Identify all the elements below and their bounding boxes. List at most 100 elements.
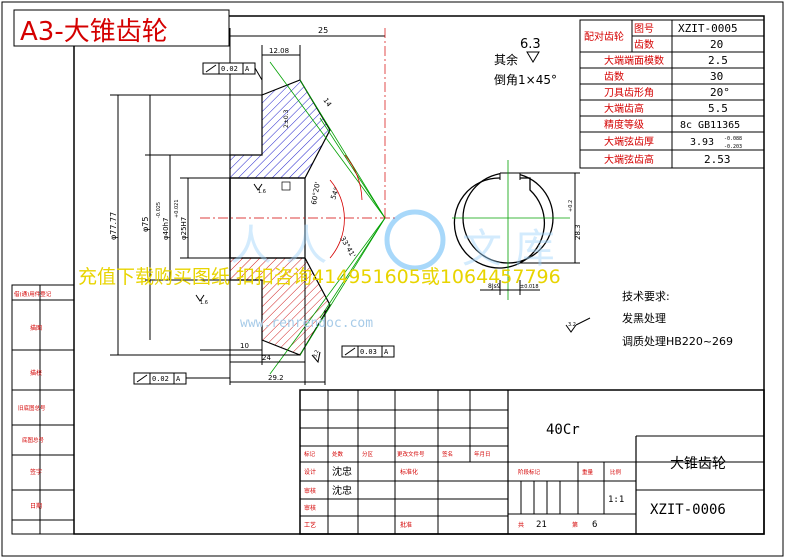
dim-28-3-tol: +0.2 (568, 200, 574, 212)
strip-label: 借(通)用件登记 (14, 290, 52, 298)
watermark-url: www.renrendoc.com (240, 316, 373, 331)
roughness-mark: 3.2 (311, 349, 321, 364)
tb-col: 年月日 (474, 450, 491, 458)
runout-tolerance-1: 0.02 A (202, 62, 256, 75)
tech-title: 技术要求: (622, 290, 670, 303)
gear-section-view: 54° 33°41' 60°20' φ77.77 φ75 φ40h7 -0.02… (109, 26, 395, 385)
svg-text:文 库: 文 库 (462, 226, 555, 272)
table-tol-lower: -0.203 (724, 144, 742, 150)
svg-text:0.02: 0.02 (152, 375, 169, 383)
material: 40Cr (546, 422, 580, 438)
reviewer-name: 沈忠 (332, 484, 352, 497)
table-label: 刀具齿形角 (604, 87, 654, 99)
tb-total-label: 共 (518, 521, 524, 529)
tb-role: 审核 (304, 504, 316, 512)
table-value: 2.5 (708, 54, 728, 67)
sheet-no: 6 (592, 520, 597, 530)
table-value: 5.5 (708, 102, 728, 115)
table-label: 大端齿高 (604, 102, 644, 115)
chamfer-note: 倒角1×45° (494, 73, 557, 87)
strip-label: 旧底图总号 (18, 404, 46, 412)
left-strip: 借(通)用件登记 描图 描校 旧底图总号 底图总号 签字 日期 (11, 284, 75, 535)
table-value: 2.53 (704, 153, 731, 166)
table-label: 图号 (634, 23, 654, 35)
tech-line: 调质处理HB220~269 (622, 335, 733, 348)
dim-d75: φ75 (141, 217, 150, 232)
svg-text:0.02: 0.02 (221, 65, 238, 73)
svg-text:A: A (384, 348, 389, 356)
drawing-number: XZIT-0006 (650, 502, 726, 518)
roughness-mark: 1.6 (195, 294, 208, 306)
strip-label: 底图总号 (22, 436, 45, 444)
strip-label: 描图 (30, 324, 42, 332)
surface-note: 6.3 其余 倒角1×45° (494, 37, 557, 87)
dim-d25h7-tol: +0.021 (174, 199, 180, 218)
table-value: XZIT-0005 (678, 22, 738, 35)
table-label: 大端弦齿厚 (604, 135, 654, 148)
tb-std: 标准化 (400, 468, 418, 476)
table-value: 30 (710, 70, 723, 83)
table-value: 20° (710, 86, 730, 99)
tb-scale: 比例 (610, 468, 622, 476)
tb-col: 签名 (442, 450, 453, 458)
corner-title-box (13, 9, 230, 47)
roughness-value: 6.3 (520, 37, 541, 52)
svg-text:1.6: 1.6 (200, 300, 208, 306)
roughness-mark: 3.2 (565, 317, 591, 333)
dim-d40h7: φ40h7 (162, 218, 170, 240)
angle-dim: 33°41' (338, 235, 357, 259)
table-label: 齿数 (604, 70, 624, 83)
dim-8-tol: ±0.018 (520, 284, 539, 290)
tb-role: 审核 (304, 487, 316, 495)
table-value: 8c GB11365 (680, 120, 740, 131)
dim-10: 10 (240, 342, 249, 350)
watermark: 人 人 文 库 (230, 209, 555, 272)
tb-weight: 重量 (582, 468, 594, 476)
angle-dim: 54° (329, 186, 341, 200)
dim-d40h7-tol: -0.025 (156, 202, 162, 218)
dim-2: 2±0.3 (283, 109, 290, 128)
table-label: 大端弦齿高 (604, 153, 654, 166)
table-value: 3.93 (690, 137, 714, 148)
svg-text:0.03: 0.03 (360, 348, 377, 356)
tb-col: 标记 (304, 450, 316, 458)
dim-14: 14 (321, 97, 333, 109)
table-group-label: 配对齿轮 (584, 30, 624, 43)
sheet-total: 21 (536, 520, 547, 530)
svg-text:3.2: 3.2 (312, 349, 320, 359)
tb-col: 更改文件号 (397, 450, 425, 458)
table-label: 齿数 (634, 38, 654, 51)
runout-tolerance-3: 0.02 A (133, 372, 187, 385)
dim-d25h7: φ25H7 (180, 217, 188, 240)
tb-col: 分区 (362, 450, 374, 458)
dim-29-2: 29.2 (268, 374, 284, 382)
other-label: 其余 (494, 52, 518, 67)
dim-24: 24 (262, 354, 271, 362)
scale-value: 1:1 (608, 495, 624, 505)
strip-label: 描校 (30, 369, 42, 377)
dim-8-js9: 8Js9 (488, 283, 501, 290)
tb-sheet-label: 第 (572, 521, 578, 529)
svg-text:A: A (176, 375, 181, 383)
title-block: 标记 处数 分区 更改文件号 签名 年月日 设计 审核 审核 工艺 沈忠 沈忠 … (299, 389, 765, 535)
dim-12-08: 12.08 (269, 47, 289, 55)
svg-text:A: A (245, 65, 250, 73)
tb-approve: 批准 (400, 521, 412, 529)
roughness-mark: 1.6 (253, 183, 266, 195)
svg-text:3.2: 3.2 (568, 322, 576, 328)
tb-col: 处数 (332, 450, 344, 458)
dim-25: 25 (318, 26, 328, 35)
table-value: 20 (710, 38, 723, 51)
runout-tolerance-2: 0.03 A (341, 345, 395, 358)
corner-title: A3-大锥齿轮 (20, 17, 168, 47)
tb-role: 设计 (304, 468, 316, 476)
dim-d77: φ77.77 (109, 212, 118, 240)
part-name: 大锥齿轮 (670, 456, 726, 472)
dim-28-3: 28.3 (574, 224, 582, 240)
table-label: 精度等级 (604, 118, 644, 131)
strip-label: 签字 (30, 468, 42, 476)
table-tol-upper: -0.088 (724, 136, 742, 142)
watermark-text: 充值下载购买图纸 扣扣咨询414951605或1064457796 (78, 266, 561, 288)
